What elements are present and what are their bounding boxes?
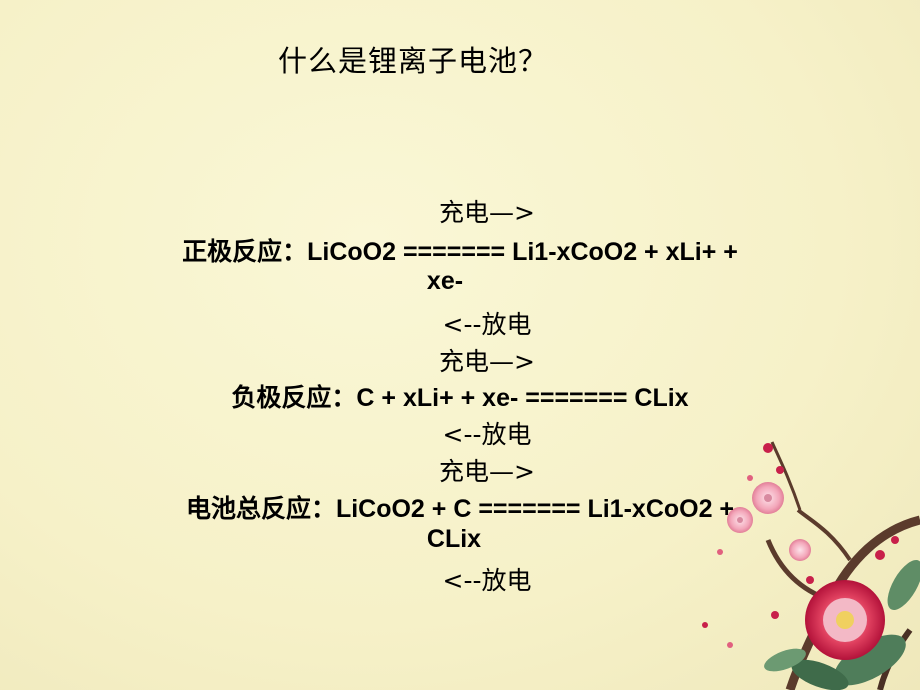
slide-title: 什么是锂离子电池？ <box>278 44 549 78</box>
overall-reaction-cont: CLix <box>426 525 482 553</box>
charge-label-2: 充电—> <box>439 347 535 376</box>
cathode-reaction: 正极反应：LiCoO2 ======= Li1-xCoO2 + xLi+ + <box>182 238 738 266</box>
charge-label-3: 充电—> <box>439 457 535 486</box>
discharge-label-1: <--放电 <box>442 310 532 339</box>
discharge-label-3: <--放电 <box>442 566 532 595</box>
charge-label-1: 充电—> <box>439 198 535 227</box>
plum-blossom-illustration <box>702 441 920 690</box>
cathode-reaction-cont: xe- <box>426 267 464 295</box>
anode-reaction: 负极反应：C + xLi+ + xe- ======= CLix <box>231 384 689 412</box>
discharge-label-2: <--放电 <box>442 420 532 449</box>
overall-reaction: 电池总反应：LiCoO2 + C ======= Li1-xCoO2 + <box>185 495 735 523</box>
